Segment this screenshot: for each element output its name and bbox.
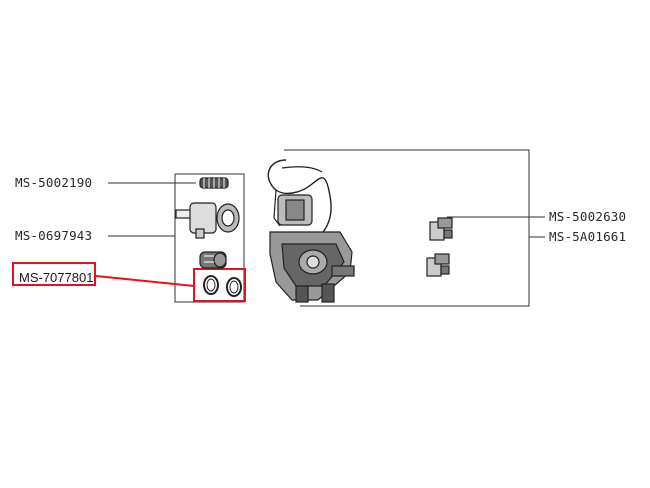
connector-piece-part [199,251,227,269]
valve-body-part [175,202,240,239]
central-assembly-part [267,159,355,303]
clip-part-upper [429,217,453,241]
highlight-connector [95,275,195,287]
highlight-box-o-rings [193,268,246,302]
part-label-clip: MS-5002630 [549,209,627,224]
part-label-valve-body: MS-0697943 [15,228,93,243]
right-group-bracket [284,149,545,307]
left-group-bracket [174,173,245,303]
leader-lines-left [108,182,196,237]
part-label-o-rings: MS-7077801 [19,270,94,285]
o-rings-part [203,275,242,297]
part-label-clip-set: MS-5A01661 [549,229,627,244]
clip-part-lower [426,253,450,277]
part-label-spring: MS-5002190 [15,175,93,190]
spring-part [199,177,229,189]
highlighted-part-label-box: MS-7077801 [12,262,96,286]
